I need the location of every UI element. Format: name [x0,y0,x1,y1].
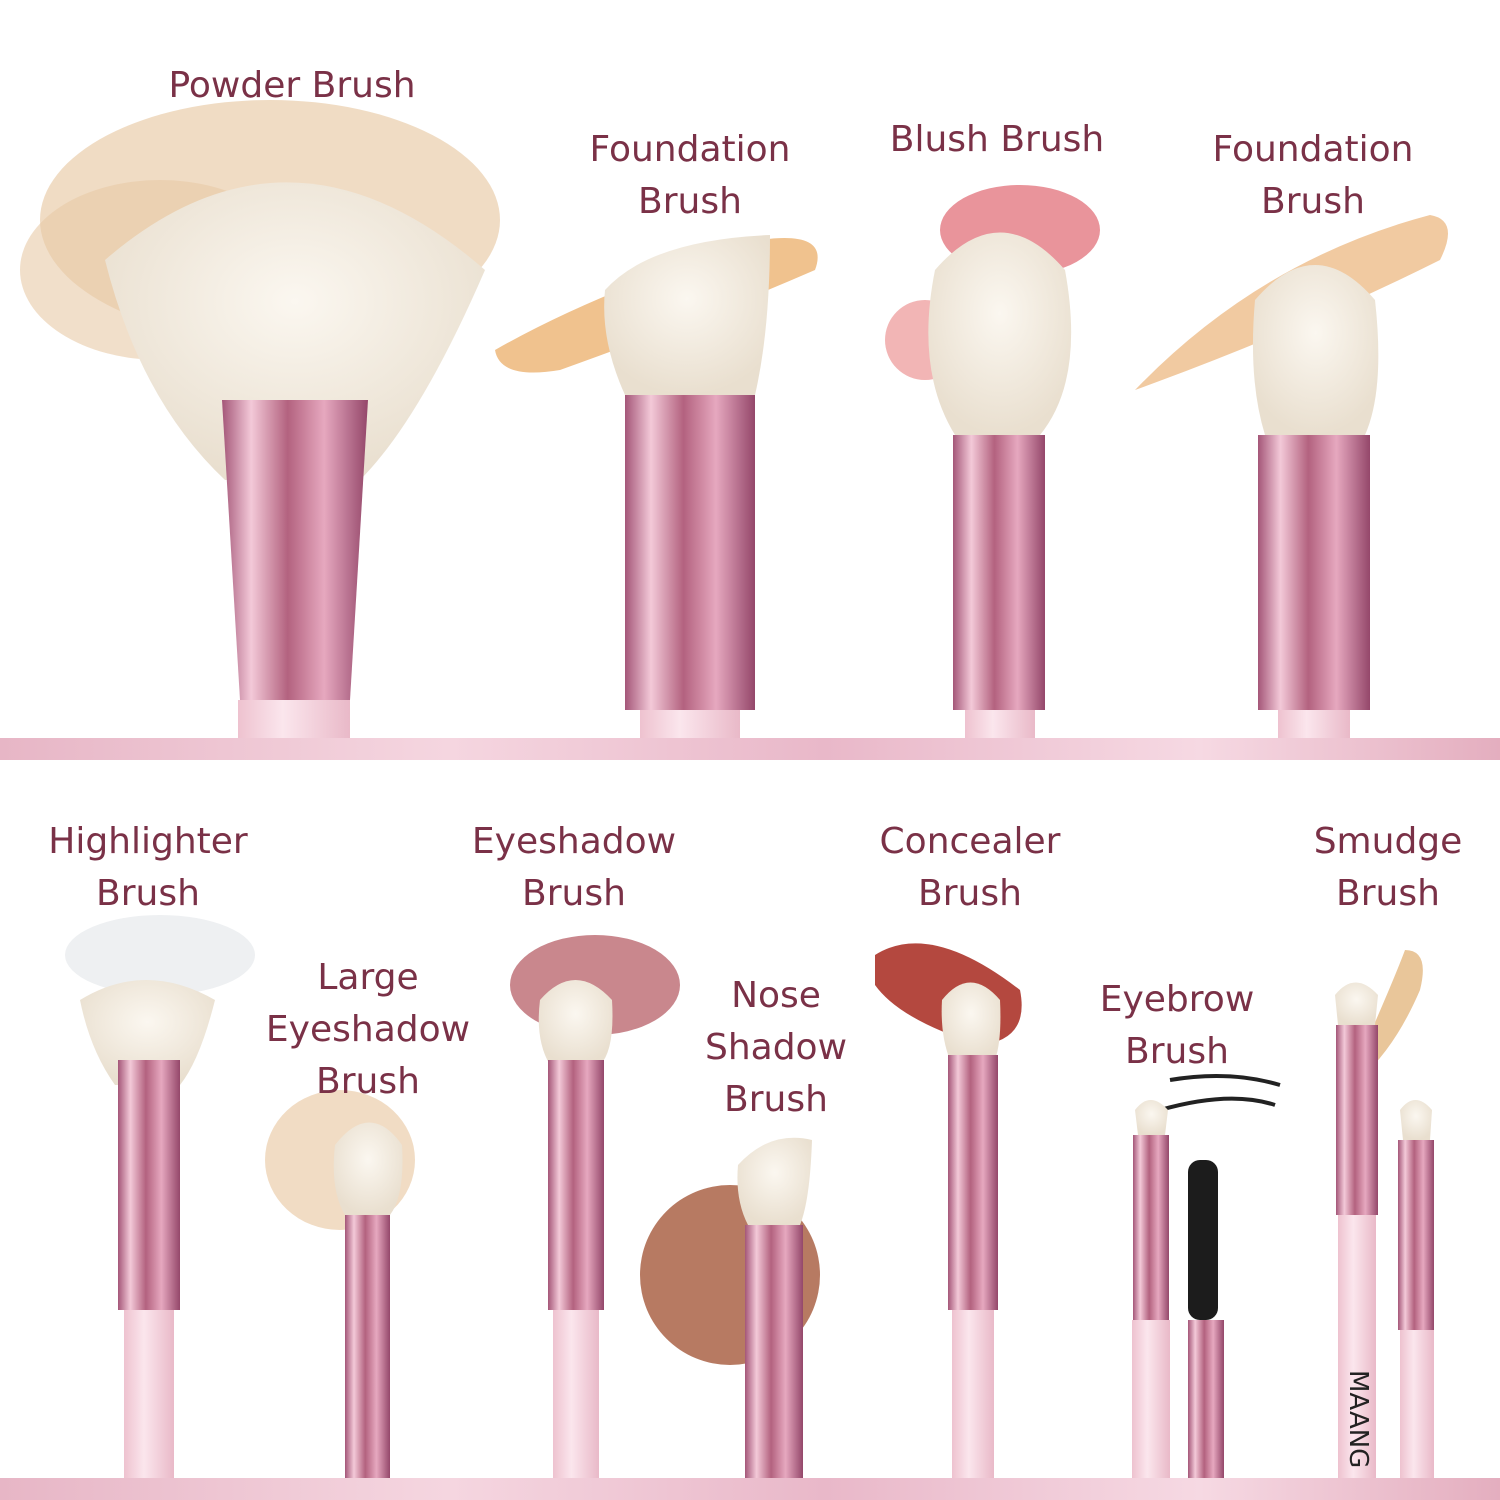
powder-brush-label: Powder Brush [168,65,416,106]
large-eyeshadow-brush-illustration [333,1122,403,1478]
foundation-brush-1-illustration [604,235,770,738]
smudge-brush-illustration [1335,982,1434,1478]
concealer-brush-illustration [941,982,1001,1478]
highlighter-swatch [65,915,255,995]
top-shelf [0,738,1500,760]
eyebrow-brush-illustration [1132,1100,1170,1478]
eyeliner-swatch [1159,1074,1281,1112]
bottom-shelf [0,1478,1500,1500]
smudge-brush-label: Smudge Brush [1313,821,1463,914]
nose-shadow-brush-illustration [737,1137,812,1478]
powder-brush [105,182,485,738]
blush-brush-label: Blush Brush [889,119,1105,160]
nose-shadow-brush-label: Nose Shadow Brush [704,975,848,1120]
brand-logo: MAANG [1343,1370,1373,1468]
blush-brush-illustration [928,232,1072,738]
concealer-brush-label: Concealer Brush [879,821,1061,914]
eyeshadow-brush-label: Eyeshadow Brush [471,821,677,914]
eyeshadow-brush-illustration [538,980,613,1478]
foundation-brush-label-1: Foundation Brush [589,129,791,222]
foundation-brush-2-illustration [1252,265,1379,738]
highlighter-brush-label: Highlighter Brush [48,821,248,914]
spoolie-brush-illustration [1188,1160,1224,1478]
eyebrow-brush-label: Eyebrow Brush [1099,979,1255,1072]
large-eyeshadow-brush-label: Large Eyeshadow Brush [265,957,471,1102]
foundation-brush-label-2: Foundation Brush [1212,129,1414,222]
highlighter-brush-illustration [80,980,215,1478]
